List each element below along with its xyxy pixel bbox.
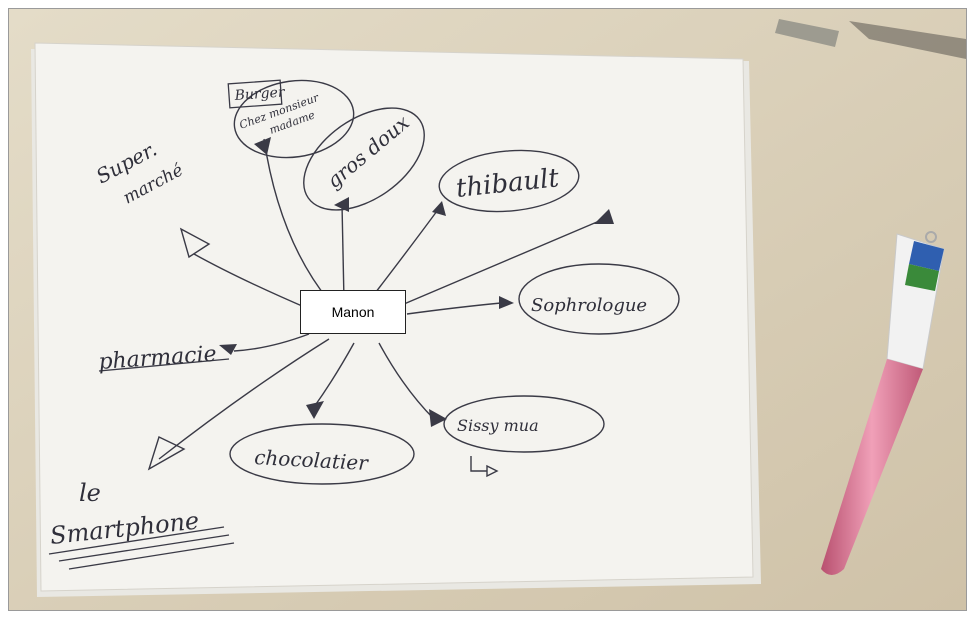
connection-lines bbox=[158, 138, 605, 460]
center-node-label: Manon bbox=[300, 290, 406, 334]
label-sophrologue: Sophrologue bbox=[531, 295, 647, 316]
photo-canvas: Super. marché Burger Chez monsieur madam… bbox=[9, 9, 966, 610]
node-ellipses bbox=[229, 79, 680, 485]
label-burger: Burger bbox=[233, 84, 286, 104]
pen-icon bbox=[821, 231, 945, 575]
ellipse-thibault bbox=[438, 149, 580, 213]
label-sissy-mua: Sissy mua bbox=[457, 416, 539, 435]
arrowhead-icon bbox=[219, 137, 614, 427]
marker-icon bbox=[775, 19, 839, 47]
mind-map-photo: Super. marché Burger Chez monsieur madam… bbox=[8, 8, 967, 611]
open-arrowhead-icon bbox=[147, 227, 499, 478]
ellipse-chez bbox=[233, 79, 355, 159]
ellipse-gros-doux bbox=[303, 107, 425, 211]
ellipse-sophrologue bbox=[518, 263, 680, 335]
label-smartphone-1: le bbox=[79, 479, 101, 507]
burger-box bbox=[227, 79, 283, 109]
ellipse-chocolatier bbox=[229, 423, 415, 485]
underlines bbox=[48, 358, 235, 570]
shadow-strip bbox=[849, 21, 966, 59]
ellipse-sissy bbox=[443, 395, 605, 453]
